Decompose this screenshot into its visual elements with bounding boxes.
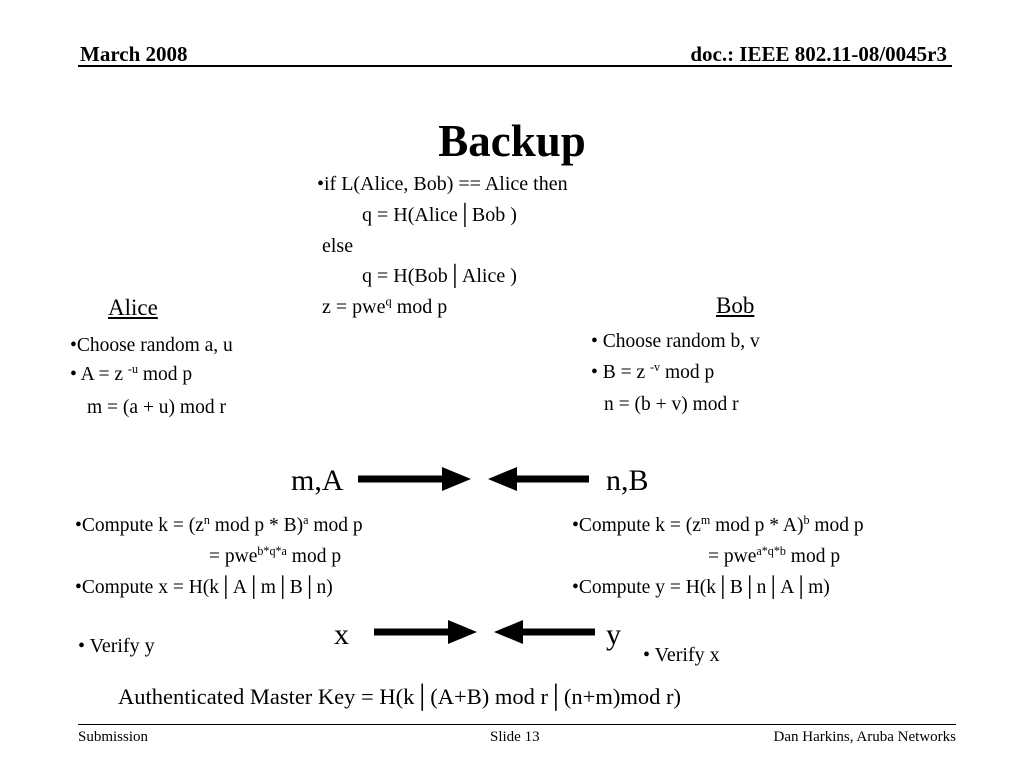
bob-compute-k: •Compute k = (zm mod p * A)b mod p bbox=[572, 512, 864, 536]
bob-heading: Bob bbox=[716, 293, 755, 318]
alice-A-sup: -u bbox=[127, 361, 138, 376]
bob-verify: • Verify x bbox=[643, 644, 720, 666]
alice-compute-x: •Compute x = H(k│A│m│B│n) bbox=[75, 577, 333, 598]
exchange1-left-label: m,A bbox=[291, 464, 344, 497]
condition-z-sup: q bbox=[385, 294, 392, 309]
bob-pwe-a: = pwe bbox=[708, 546, 757, 567]
arrow-left-icon bbox=[494, 620, 595, 644]
bob-k-sup2: b bbox=[803, 512, 810, 527]
authenticated-master-key: Authenticated Master Key = H(k│(A+B) mod… bbox=[118, 684, 681, 709]
bob-compute-pwe: = pwea*q*b mod p bbox=[708, 543, 841, 567]
alice-k-sup2: a bbox=[303, 512, 309, 527]
bob-k-a: •Compute k = (z bbox=[572, 515, 701, 536]
exchange2-left-label: x bbox=[334, 618, 349, 651]
condition-else: else bbox=[322, 235, 354, 257]
bob-pwe-sup: a*q*b bbox=[756, 543, 786, 558]
bob-bullet-B: • B = z -v mod p bbox=[591, 359, 715, 383]
alice-k-a: •Compute k = (z bbox=[75, 515, 204, 536]
condition-z-formula: z = pweq mod p bbox=[322, 294, 448, 318]
condition-z-pre: z = pwe bbox=[322, 296, 386, 318]
condition-q-alice-bob: q = H(Alice│Bob ) bbox=[362, 204, 517, 226]
bob-pwe-b: mod p bbox=[785, 546, 841, 567]
condition-if-line: •if L(Alice, Bob) == Alice then bbox=[317, 173, 568, 195]
alice-compute-k: •Compute k = (zn mod p * B)a mod p bbox=[75, 512, 363, 536]
arrow-right-icon bbox=[374, 620, 477, 644]
alice-k-b: mod p * B) bbox=[209, 515, 304, 536]
exchange1-right-label: n,B bbox=[606, 464, 649, 497]
bob-B-post: mod p bbox=[660, 362, 715, 383]
bob-bullet-n: n = (b + v) mod r bbox=[604, 394, 739, 415]
exchange2-right-label: y bbox=[606, 618, 621, 651]
header-rule bbox=[78, 65, 952, 67]
bob-B-sup: -v bbox=[650, 359, 661, 374]
header-doc-id: doc.: IEEE 802.11-08/0045r3 bbox=[690, 42, 947, 66]
alice-pwe-b: mod p bbox=[286, 546, 342, 567]
condition-z-post: mod p bbox=[391, 296, 448, 318]
alice-k-sup1: n bbox=[203, 512, 210, 527]
alice-heading: Alice bbox=[108, 295, 158, 320]
alice-bullet-m: m = (a + u) mod r bbox=[87, 397, 226, 418]
alice-bullet-random: •Choose random a, u bbox=[70, 335, 233, 356]
bob-k-b: mod p * A) bbox=[710, 515, 804, 536]
bob-k-c: mod p bbox=[809, 515, 864, 536]
alice-verify: • Verify y bbox=[78, 635, 155, 657]
alice-A-post: mod p bbox=[137, 364, 193, 385]
condition-q-bob-alice: q = H(Bob│Alice ) bbox=[362, 265, 517, 287]
arrow-right-icon bbox=[358, 467, 471, 491]
alice-pwe-sup: b*q*a bbox=[257, 543, 287, 558]
footer-author: Dan Harkins, Aruba Networks bbox=[773, 729, 956, 745]
bob-bullet-random: • Choose random b, v bbox=[591, 331, 760, 352]
alice-A-pre: • A = z bbox=[70, 364, 128, 385]
alice-compute-pwe: = pweb*q*a mod p bbox=[209, 543, 342, 567]
bob-compute-y: •Compute y = H(k│B│n│A│m) bbox=[572, 577, 830, 598]
bob-B-pre: • B = z bbox=[591, 362, 650, 383]
alice-bullet-A: • A = z -u mod p bbox=[70, 361, 193, 385]
footer-rule bbox=[78, 724, 956, 725]
arrow-left-icon bbox=[488, 467, 589, 491]
header-date: March 2008 bbox=[80, 42, 188, 66]
alice-pwe-a: = pwe bbox=[209, 546, 258, 567]
slide-title: Backup bbox=[438, 116, 586, 166]
footer-submission: Submission bbox=[78, 729, 149, 745]
bob-k-sup1: m bbox=[700, 512, 711, 527]
footer-slide-number: Slide 13 bbox=[490, 729, 540, 745]
alice-k-c: mod p bbox=[308, 515, 363, 536]
